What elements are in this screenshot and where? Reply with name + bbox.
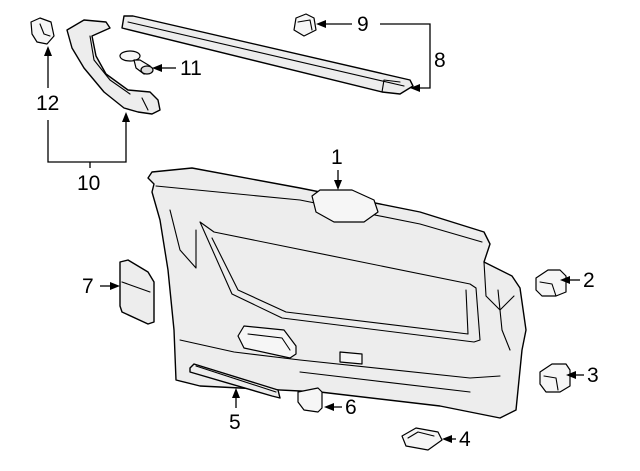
part-1-center-bulge <box>311 189 379 223</box>
leader-1 <box>334 170 342 190</box>
leader-4 <box>442 435 456 443</box>
callout-6: 6 <box>345 396 357 419</box>
leader-6 <box>324 403 342 411</box>
part-5-sill-plate <box>189 363 281 399</box>
callout-11: 11 <box>180 57 202 80</box>
part-10-pillar-trim <box>66 19 161 115</box>
leader-11 <box>152 64 176 72</box>
callout-4: 4 <box>459 428 471 451</box>
leader-10 <box>47 112 130 168</box>
part-11-push-pin <box>119 50 154 75</box>
leader-12 <box>44 46 52 88</box>
leader-7 <box>100 282 120 290</box>
part-4-plug <box>401 427 443 451</box>
callout-10: 10 <box>77 172 100 195</box>
callout-2: 2 <box>583 269 595 292</box>
leader-9 <box>316 20 352 28</box>
part-8-upper-trim <box>121 15 414 95</box>
part-9-clip <box>293 13 317 37</box>
part-3-bumper <box>539 363 571 393</box>
part-2-bumper <box>535 269 567 297</box>
callout-8: 8 <box>434 49 446 72</box>
callout-9: 9 <box>357 13 369 36</box>
part-12-clip <box>30 17 55 45</box>
part-7-side-trim <box>119 259 155 325</box>
callout-1: 1 <box>331 146 343 169</box>
part-6-cover <box>297 387 323 413</box>
leader-8 <box>380 23 431 92</box>
callout-3: 3 <box>587 364 599 387</box>
part-1-trim-panel <box>147 167 527 419</box>
callout-5: 5 <box>229 411 241 434</box>
callout-7: 7 <box>82 275 94 298</box>
callout-12: 12 <box>36 92 59 115</box>
leader-2 <box>560 276 580 284</box>
leader-3 <box>566 371 584 379</box>
leader-5 <box>232 388 240 408</box>
